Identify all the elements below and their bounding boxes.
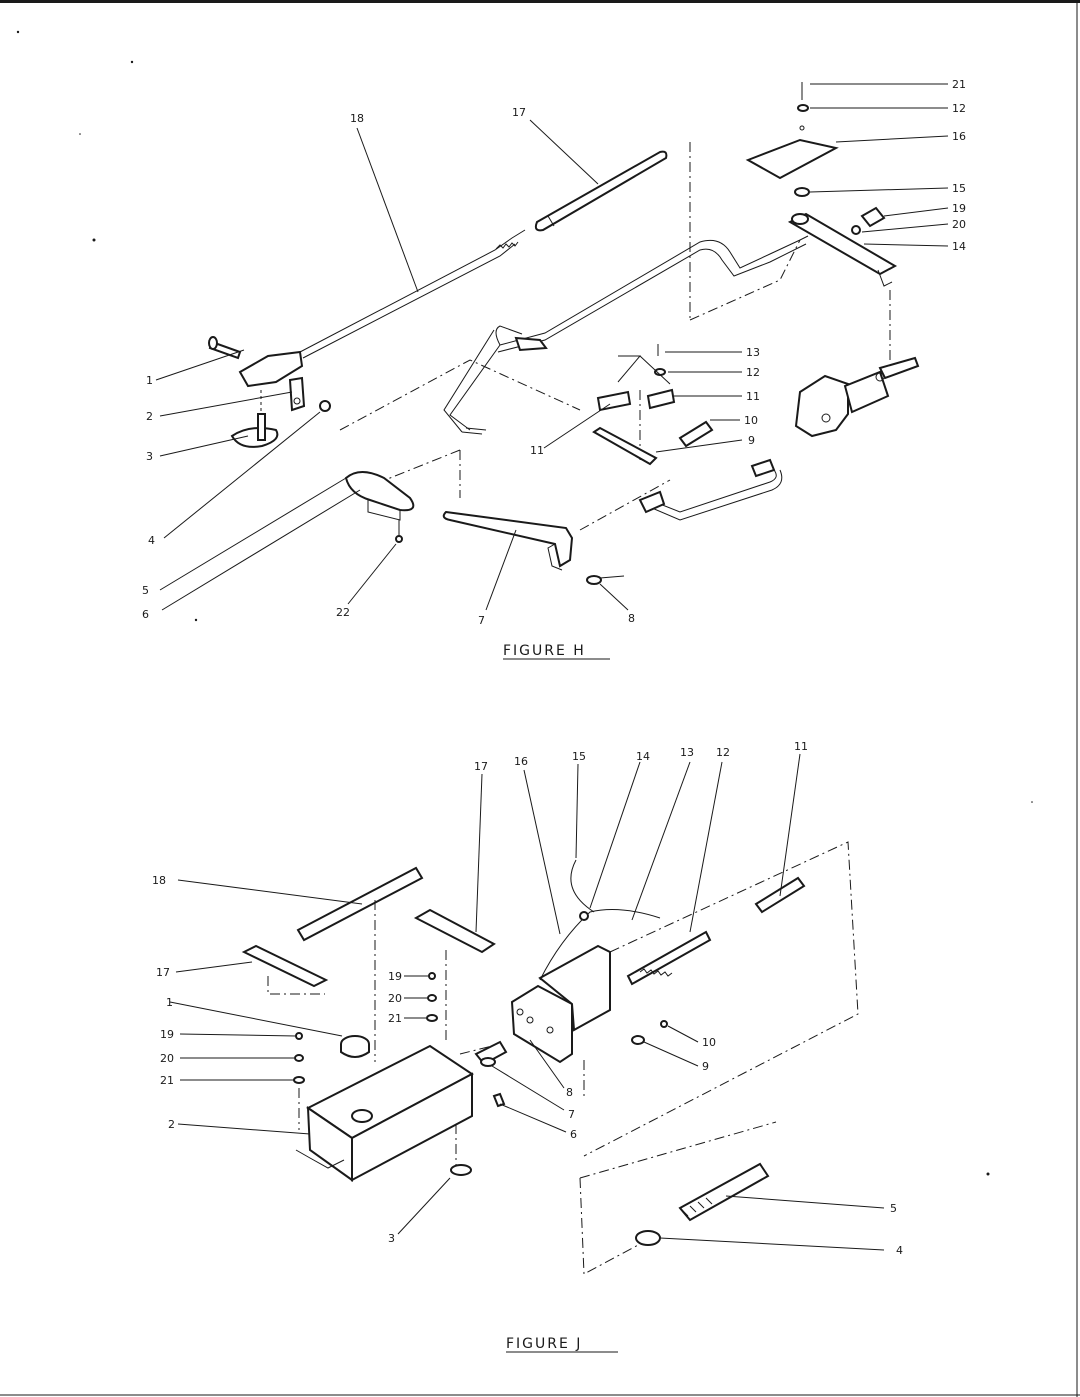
washer-9 bbox=[631, 1035, 645, 1045]
foot-3 bbox=[450, 1164, 472, 1176]
label-h-1: 1 bbox=[146, 374, 153, 387]
motor-block bbox=[794, 374, 849, 438]
figure-h: 18 17 21 12 16 15 19 20 14 13 12 11 10 9… bbox=[142, 78, 966, 660]
label-h-11a: 11 bbox=[530, 444, 544, 457]
label-j-11: 11 bbox=[794, 740, 808, 753]
label-h-19: 19 bbox=[952, 202, 966, 215]
label-j-17a: 17 bbox=[156, 966, 170, 979]
label-j-4: 4 bbox=[896, 1244, 903, 1257]
part-20b bbox=[427, 994, 437, 1002]
cable-15 bbox=[570, 859, 595, 913]
label-h-9: 9 bbox=[748, 434, 755, 447]
label-j-15: 15 bbox=[572, 750, 586, 763]
label-h-17: 17 bbox=[512, 106, 526, 119]
label-j-5: 5 bbox=[890, 1202, 897, 1215]
rod-18 bbox=[299, 229, 526, 353]
label-j-10: 10 bbox=[702, 1036, 716, 1049]
caption-figure-j: FIGURE J bbox=[506, 1336, 582, 1352]
label-h-11b: 11 bbox=[746, 390, 760, 403]
label-j-1: 1 bbox=[166, 996, 173, 1009]
knob-3 bbox=[230, 427, 279, 448]
label-j-6: 6 bbox=[570, 1128, 577, 1141]
bracket-8 bbox=[510, 984, 573, 1064]
lever-rod bbox=[499, 235, 809, 346]
rod-12 bbox=[626, 930, 712, 986]
label-h-16: 16 bbox=[952, 130, 966, 143]
label-h-21: 21 bbox=[952, 78, 966, 91]
label-h-3: 3 bbox=[146, 450, 153, 463]
label-j-17b: 17 bbox=[474, 760, 488, 773]
label-j-9: 9 bbox=[702, 1060, 709, 1073]
label-h-12b: 12 bbox=[746, 366, 760, 379]
strip-17a bbox=[241, 944, 329, 988]
clip-8 bbox=[586, 575, 602, 585]
part-19 bbox=[860, 206, 886, 228]
label-h-12a: 12 bbox=[952, 102, 966, 115]
label-h-14: 14 bbox=[952, 240, 966, 253]
label-h-7: 7 bbox=[478, 614, 485, 627]
washer-15 bbox=[794, 187, 810, 197]
label-j-19b: 19 bbox=[388, 970, 402, 983]
caption-figure-h: FIGURE H bbox=[503, 643, 586, 659]
bracket-2 bbox=[238, 350, 304, 388]
label-h-15: 15 bbox=[952, 182, 966, 195]
label-h-18: 18 bbox=[350, 112, 364, 125]
label-h-20: 20 bbox=[952, 218, 966, 231]
sleeve-17 bbox=[534, 150, 668, 232]
pin-9 bbox=[592, 426, 658, 466]
screw-22 bbox=[395, 535, 403, 543]
label-h-6: 6 bbox=[142, 608, 149, 621]
part-21a bbox=[293, 1076, 305, 1084]
label-j-16: 16 bbox=[514, 755, 528, 768]
label-j-14: 14 bbox=[636, 750, 650, 763]
label-h-2: 2 bbox=[146, 410, 153, 423]
label-j-12: 12 bbox=[716, 746, 730, 759]
label-j-2: 2 bbox=[168, 1118, 175, 1131]
handle-5 bbox=[678, 1162, 770, 1222]
part-20 bbox=[851, 225, 861, 235]
label-j-20a: 20 bbox=[160, 1052, 174, 1065]
cable-16 bbox=[539, 909, 661, 981]
lever-7 bbox=[442, 510, 574, 568]
part-19b bbox=[428, 972, 436, 980]
scan-speckles bbox=[16, 30, 1033, 1176]
cap-4 bbox=[635, 1230, 661, 1246]
plate-11a bbox=[596, 390, 632, 412]
label-h-5: 5 bbox=[142, 584, 149, 597]
pedal-5 bbox=[344, 471, 415, 512]
plate-16 bbox=[745, 138, 839, 180]
screw-10 bbox=[678, 420, 714, 448]
label-h-13: 13 bbox=[746, 346, 760, 359]
label-j-20b: 20 bbox=[388, 992, 402, 1005]
pin-6 bbox=[492, 1092, 506, 1108]
label-h-8: 8 bbox=[628, 612, 635, 625]
figure-j: 18 17 1 19 20 21 2 3 17 16 15 14 13 12 1… bbox=[152, 740, 903, 1353]
rod-spring bbox=[495, 241, 519, 250]
part-21b bbox=[426, 1014, 438, 1022]
label-h-22: 22 bbox=[336, 606, 350, 619]
label-j-19a: 19 bbox=[160, 1028, 174, 1041]
label-j-18: 18 bbox=[152, 874, 166, 887]
strip-17b bbox=[413, 908, 496, 954]
part-20a bbox=[294, 1054, 304, 1062]
screw-10 bbox=[660, 1020, 668, 1028]
grommet bbox=[351, 1109, 373, 1123]
label-h-4: 4 bbox=[148, 534, 155, 547]
washer-4 bbox=[319, 400, 331, 412]
label-j-13: 13 bbox=[680, 746, 694, 759]
label-j-8: 8 bbox=[566, 1086, 573, 1099]
label-j-21a: 21 bbox=[160, 1074, 174, 1087]
label-j-21b: 21 bbox=[388, 1012, 402, 1025]
label-h-10: 10 bbox=[744, 414, 758, 427]
part-19a bbox=[295, 1032, 303, 1040]
plate-11b bbox=[646, 388, 676, 410]
label-j-3: 3 bbox=[388, 1232, 395, 1245]
washer-12 bbox=[797, 104, 809, 112]
label-j-7: 7 bbox=[568, 1108, 575, 1121]
